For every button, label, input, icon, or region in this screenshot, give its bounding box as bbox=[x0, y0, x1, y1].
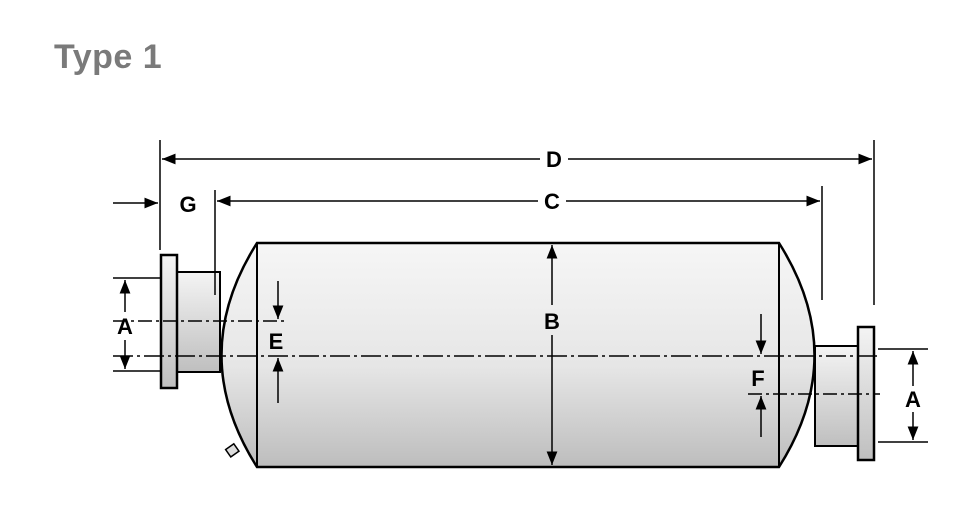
dim-a-right-label: A bbox=[905, 387, 921, 412]
dim-f-label: F bbox=[751, 366, 764, 391]
extension-lines bbox=[113, 140, 928, 443]
dim-a-left-label: A bbox=[117, 314, 133, 339]
dim-b-label: B bbox=[544, 309, 560, 334]
dim-c-label: C bbox=[544, 189, 560, 214]
dim-g-label: G bbox=[179, 192, 196, 217]
vessel-shell bbox=[220, 241, 816, 469]
dim-e-label: E bbox=[269, 329, 284, 354]
dim-d-label: D bbox=[546, 147, 562, 172]
drain-fitting bbox=[224, 442, 241, 459]
diagram-title: Type 1 bbox=[54, 38, 163, 76]
